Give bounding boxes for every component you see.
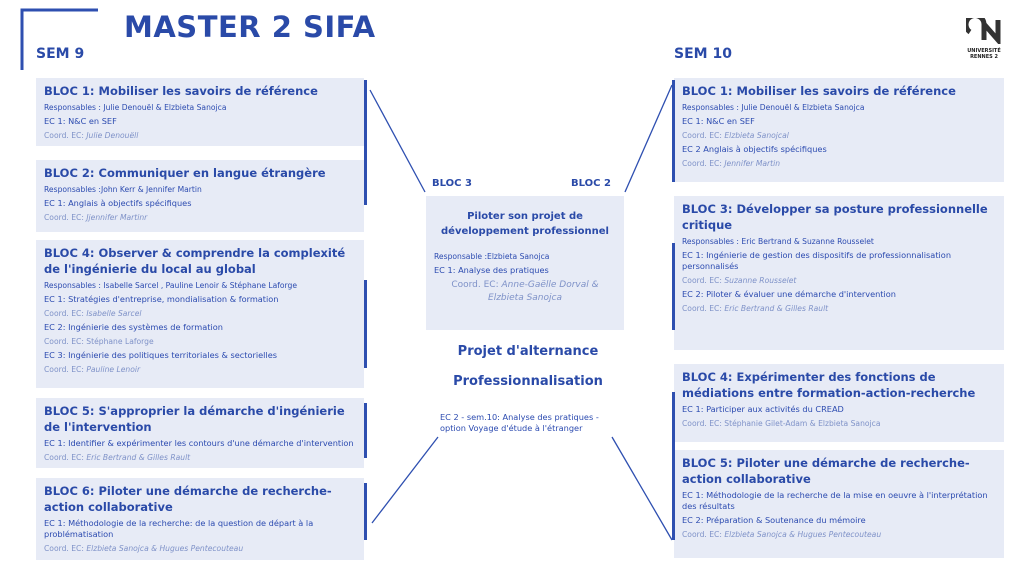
ec-line: EC 1: Ingénierie de gestion des disposit…	[682, 250, 952, 271]
coord-label: Coord. EC:	[44, 453, 84, 462]
sem10-bloc-card: BLOC 5: Piloter une démarche de recherch…	[674, 450, 1004, 558]
center-coord-names: Anne-Gaëlle Dorval & Elzbieta Sanojca	[488, 280, 599, 303]
coord-label: Coord. EC:	[682, 530, 722, 539]
coord-names: Elzbieta Sanojca & Hugues Pentecouteau	[86, 544, 244, 553]
coord-names: Jennifer Martin	[724, 159, 781, 168]
center-bloc-title: Piloter son projet de développement prof…	[441, 211, 609, 237]
coord-line: Coord. EC: Eric Bertrand & Gilles Rault	[682, 303, 996, 314]
coord-names: Jjennifer Martinr	[86, 213, 148, 222]
coord-line: Coord. EC: Elzbieta Sanojca & Hugues Pen…	[682, 529, 996, 540]
ec-line: EC 3: Ingénierie des politiques territor…	[44, 350, 278, 360]
center-responsable: Responsable :Elzbieta Sanojca	[434, 252, 550, 261]
coord-line: Coord. EC: Jennifer Martin	[682, 158, 996, 169]
coord-names: Isabelle Sarcel	[86, 309, 142, 318]
coord-names: Julie Denouëll	[86, 131, 139, 140]
center-ec: EC 1: Analyse des pratiques	[434, 265, 549, 275]
accent-bar	[364, 280, 367, 368]
responsables-line: Responsables : Isabelle Sarcel , Pauline…	[44, 281, 298, 290]
bloc-title: BLOC 4: Expérimenter des fonctions de mé…	[682, 370, 976, 400]
bloc-title: BLOC 2: Communiquer en langue étrangère	[44, 166, 326, 180]
heading-professionnalisation: Professionnalisation	[453, 374, 603, 389]
bloc-title: BLOC 3: Développer sa posture profession…	[682, 202, 988, 232]
sem10-bloc-card: BLOC 4: Expérimenter des fonctions de mé…	[674, 364, 1004, 442]
coord-line: Coord. EC: Elzbieta Sanojca & Hugues Pen…	[44, 543, 356, 554]
coord-line: Coord. EC: Isabelle Sarcel	[44, 308, 356, 319]
coord-line: Coord. EC: Eric Bertrand & Gilles Rault	[44, 452, 356, 463]
responsables-line: Responsables :John Kerr & Jennifer Marti…	[44, 185, 202, 194]
ec-line: EC 1: Participer aux activités du CREAD	[682, 404, 844, 414]
bloc-title: BLOC 5: S'approprier la démarche d'ingén…	[44, 404, 345, 434]
coord-label: Coord. EC:	[682, 304, 722, 313]
coord-names: Eric Bertrand & Gilles Rault	[86, 453, 191, 462]
accent-bar	[364, 403, 367, 458]
coord-line: Coord. EC: Jjennifer Martinr	[44, 212, 356, 223]
ec-line: EC 1: Méthodologie de la recherche de la…	[682, 490, 988, 511]
responsables-line: Responsables : Julie Denouël & Elzbieta …	[682, 103, 865, 112]
university-logo: UNIVERSITÉ RENNES 2	[960, 13, 1008, 60]
coord-names: Eric Bertrand & Gilles Rault	[724, 304, 829, 313]
coord-label: Coord. EC:	[682, 276, 722, 285]
coord-label: Coord. EC: Stéphanie Gilet-Adam & Elzbie…	[682, 419, 881, 428]
center-coord-label: Coord. EC:	[451, 280, 499, 290]
coord-line: Coord. EC: Stéphane Laforge	[44, 336, 356, 347]
ec-line: EC 1: Anglais à objectifs spécifiques	[44, 198, 192, 208]
sem9-bloc-card: BLOC 6: Piloter une démarche de recherch…	[36, 478, 364, 560]
sem10-bloc-card: BLOC 3: Développer sa posture profession…	[674, 196, 1004, 350]
coord-line: Coord. EC: Elzbieta Sanojcal	[682, 130, 996, 141]
bloc-title: BLOC 1: Mobiliser les savoirs de référen…	[682, 84, 956, 98]
coord-line: Coord. EC: Julie Denouëll	[44, 130, 356, 141]
coord-label: Coord. EC:	[44, 131, 84, 140]
ec-line: EC 2: Piloter & évaluer une démarche d'i…	[682, 289, 896, 299]
ec-line: EC 1: N&C en SEF	[682, 116, 755, 126]
accent-bar	[364, 80, 367, 205]
coord-label: Coord. EC:	[44, 544, 84, 553]
sem9-bloc-card: BLOC 5: S'approprier la démarche d'ingén…	[36, 398, 364, 468]
coord-names: Pauline Lenoir	[86, 365, 141, 374]
coord-names: Elzbieta Sanojca & Hugues Pentecouteau	[724, 530, 882, 539]
sem10-bloc-card: BLOC 1: Mobiliser les savoirs de référen…	[674, 78, 1004, 182]
ec-line: EC 1: Identifier & expérimenter les cont…	[44, 438, 354, 448]
bloc3-label: BLOC 3	[432, 178, 472, 189]
bloc2-label: BLOC 2	[571, 178, 611, 189]
logo-text-1: UNIVERSITÉ	[967, 48, 1001, 54]
accent-bar	[672, 392, 675, 540]
accent-bar	[672, 243, 675, 330]
coord-label: Coord. EC: Stéphane Laforge	[44, 337, 154, 346]
coord-line: Coord. EC: Stéphanie Gilet-Adam & Elzbie…	[682, 418, 996, 429]
center-bloc-card: Piloter son projet de développement prof…	[426, 196, 624, 330]
page-title: MASTER 2 SIFA	[124, 10, 376, 44]
ec-line: EC 1: Stratégies d'entreprise, mondialis…	[44, 294, 279, 304]
accent-bar	[364, 483, 367, 540]
logo-mark-icon	[963, 13, 1001, 47]
coord-label: Coord. EC:	[44, 365, 84, 374]
center-ec2: EC 2 - sem.10: Analyse des pratiques - o…	[440, 412, 599, 433]
ec-line: EC 2 Anglais à objectifs spécifiques	[682, 144, 827, 154]
accent-bar	[672, 80, 675, 182]
bloc-title: BLOC 4: Observer & comprendre la complex…	[44, 246, 346, 276]
coord-label: Coord. EC:	[682, 159, 722, 168]
bloc-title: BLOC 1: Mobiliser les savoirs de référen…	[44, 84, 318, 98]
coord-line: Coord. EC: Pauline Lenoir	[44, 364, 356, 375]
responsables-line: Responsables : Eric Bertrand & Suzanne R…	[682, 237, 874, 246]
heading-alternance: Projet d'alternance	[457, 344, 599, 359]
bloc-title: BLOC 6: Piloter une démarche de recherch…	[44, 484, 332, 514]
logo-text-2: RENNES 2	[970, 54, 998, 60]
sem9-bloc-card: BLOC 4: Observer & comprendre la complex…	[36, 240, 364, 388]
bloc-title: BLOC 5: Piloter une démarche de recherch…	[682, 456, 970, 486]
ec-line: EC 2: Ingénierie des systèmes de formati…	[44, 322, 223, 332]
coord-names: Suzanne Rousselet	[724, 276, 797, 285]
coord-line: Coord. EC: Suzanne Rousselet	[682, 275, 996, 286]
ec-line: EC 2: Préparation & Soutenance du mémoir…	[682, 515, 866, 525]
sem10-label: SEM 10	[674, 46, 732, 62]
ec-line: EC 1: N&C en SEF	[44, 116, 117, 126]
coord-names: Elzbieta Sanojcal	[724, 131, 789, 140]
ec-line: EC 1: Méthodologie de la recherche: de l…	[44, 518, 314, 539]
sem9-bloc-card: BLOC 1: Mobiliser les savoirs de référen…	[36, 78, 364, 146]
coord-label: Coord. EC:	[44, 309, 84, 318]
coord-label: Coord. EC:	[682, 131, 722, 140]
responsables-line: Responsables : Julie Denouël & Elzbieta …	[44, 103, 227, 112]
coord-label: Coord. EC:	[44, 213, 84, 222]
sem9-label: SEM 9	[36, 46, 85, 62]
